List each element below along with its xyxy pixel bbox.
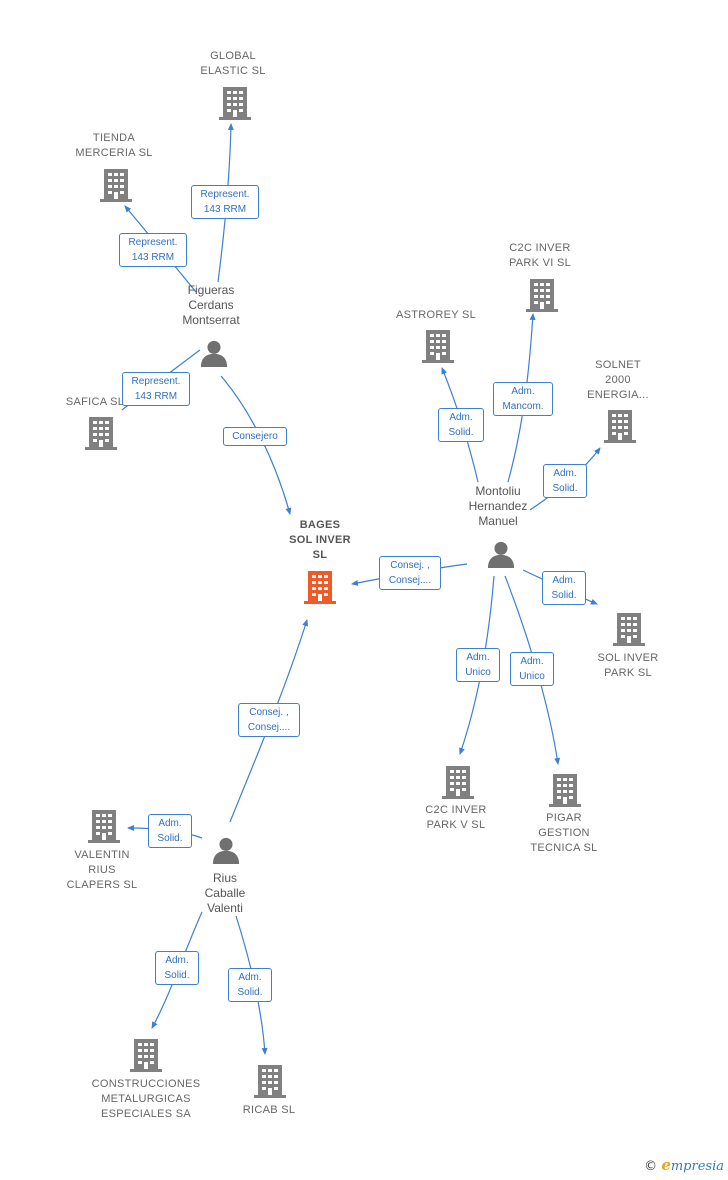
person-icon-montoliu: [487, 541, 515, 568]
building-icon-c2c-v: [442, 766, 474, 799]
edge-label-rius-valentin[interactable]: Adm. Solid.: [148, 814, 192, 848]
person-label-montoliu[interactable]: Montoliu Hernandez Manuel: [468, 484, 528, 528]
building-icon-pigar: [549, 774, 581, 807]
edge-label-figueras-bages[interactable]: Consejero: [223, 427, 287, 446]
building-icon-astrorey: [422, 330, 454, 363]
brand-logo-text: mpresia: [670, 1159, 724, 1174]
company-label-tienda-merceria[interactable]: TIENDA MERCERIA SL: [75, 132, 153, 159]
copyright-symbol: ©: [644, 1159, 658, 1174]
edge-label-montoliu-pigar[interactable]: Adm. Unico: [510, 652, 554, 686]
person-icon-figueras: [200, 340, 228, 367]
company-label-ricab[interactable]: RICAB SL: [242, 1104, 296, 1116]
building-icon-c2c-vi: [526, 279, 558, 312]
person-label-rius[interactable]: Rius Caballe Valenti: [204, 871, 246, 915]
company-label-pigar[interactable]: PIGAR GESTION TECNICA SL: [530, 812, 598, 854]
building-icon-valentin: [88, 810, 120, 843]
edge-label-rius-bages[interactable]: Consej. , Consej....: [238, 703, 300, 737]
company-label-solnet[interactable]: SOLNET 2000 ENERGIA...: [587, 359, 649, 401]
company-label-c2c-vi[interactable]: C2C INVER PARK VI SL: [508, 242, 572, 269]
company-label-safica[interactable]: SAFICA SL: [65, 396, 125, 408]
company-label-bages-center[interactable]: BAGES SOL INVER SL: [289, 519, 351, 561]
company-label-construcciones[interactable]: CONSTRUCCIONES METALURGICAS ESPECIALES S…: [91, 1078, 201, 1120]
edge-label-figueras-safica[interactable]: Represent. 143 RRM: [122, 372, 190, 406]
edge-label-montoliu-c2cv[interactable]: Adm. Unico: [456, 648, 500, 682]
building-icon-ricab: [254, 1065, 286, 1098]
building-icon-sol-inver-park: [613, 613, 645, 646]
person-icon-rius: [212, 837, 240, 864]
building-icon-bages-center: [304, 571, 336, 604]
brand-watermark: © empresia: [644, 1156, 724, 1174]
edge-label-montoliu-astrorey[interactable]: Adm. Solid.: [438, 408, 484, 442]
edge-label-montoliu-solnet[interactable]: Adm. Solid.: [543, 464, 587, 498]
edge-label-montoliu-c2cvi[interactable]: Adm. Mancom.: [493, 382, 553, 416]
edge-label-montoliu-bages[interactable]: Consej. , Consej....: [379, 556, 441, 590]
edge-label-rius-ricab[interactable]: Adm. Solid.: [228, 968, 272, 1002]
edge-label-montoliu-solinver[interactable]: Adm. Solid.: [542, 571, 586, 605]
building-icon-construcciones: [130, 1039, 162, 1072]
edge-label-rius-construcciones[interactable]: Adm. Solid.: [155, 951, 199, 985]
company-label-c2c-v[interactable]: C2C INVER PARK V SL: [425, 804, 487, 831]
building-icon-tienda-merceria: [100, 169, 132, 202]
building-icon-solnet: [604, 410, 636, 443]
building-icon-safica: [85, 417, 117, 450]
company-label-global-elastic[interactable]: GLOBAL ELASTIC SL: [200, 50, 266, 77]
edge-label-figueras-tienda[interactable]: Represent. 143 RRM: [119, 233, 187, 267]
edge-label-figueras-global[interactable]: Represent. 143 RRM: [191, 185, 259, 219]
person-label-figueras[interactable]: Figueras Cerdans Montserrat: [182, 283, 240, 327]
company-label-astrorey[interactable]: ASTROREY SL: [395, 309, 477, 321]
company-label-valentin[interactable]: VALENTIN RIUS CLAPERS SL: [66, 849, 138, 891]
company-label-sol-inver-park[interactable]: SOL INVER PARK SL: [597, 652, 659, 679]
brand-logo-e: e: [661, 1156, 671, 1174]
building-icon-global-elastic: [219, 87, 251, 120]
